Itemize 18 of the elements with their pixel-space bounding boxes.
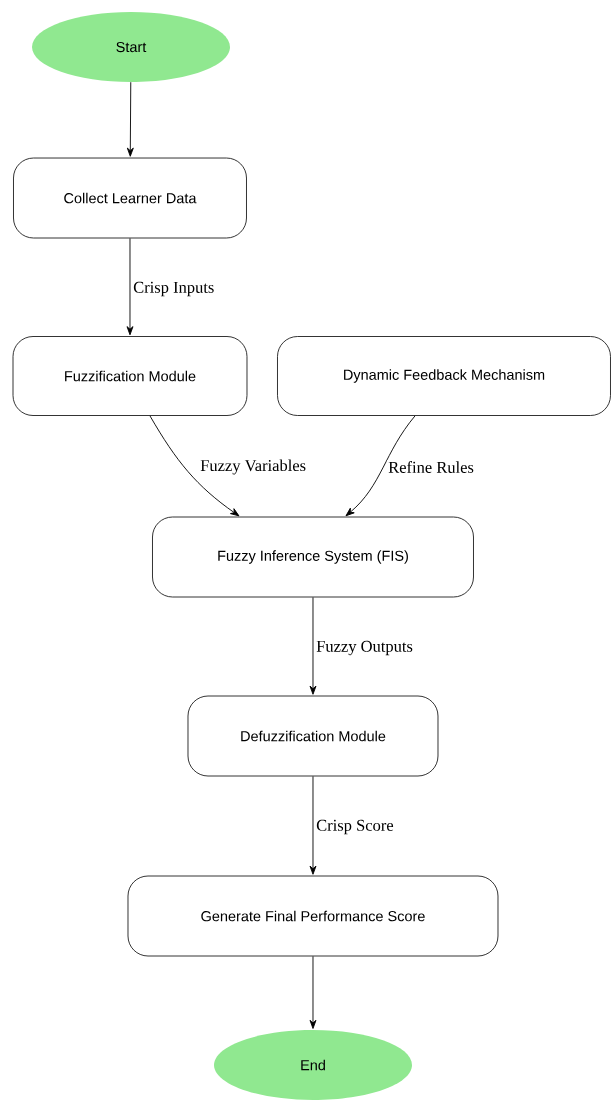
edge-label: Crisp Score bbox=[315, 818, 395, 836]
edge-label: Crisp Inputs bbox=[132, 280, 216, 298]
arrow bbox=[309, 775, 317, 875]
process-box: Collect Learner Data bbox=[13, 157, 247, 239]
process-box: Generate Final Performance Score bbox=[127, 875, 499, 957]
arrow bbox=[345, 415, 416, 517]
arrow bbox=[126, 237, 134, 336]
process-box: Fuzzy Inference System (FIS) bbox=[152, 516, 474, 598]
process-box: Dynamic Feedback Mechanism bbox=[277, 336, 611, 416]
arrow bbox=[149, 415, 240, 517]
process-box: Fuzzification Module bbox=[12, 336, 248, 416]
arrow bbox=[126, 81, 134, 157]
arrow bbox=[309, 596, 317, 695]
arrow bbox=[309, 955, 317, 1029]
process-box: Defuzzification Module bbox=[187, 695, 439, 777]
edge-label: Refine Rules bbox=[387, 460, 475, 474]
edge-label: Fuzzy Outputs bbox=[315, 639, 414, 657]
edge-label: Fuzzy Variables bbox=[199, 458, 308, 476]
